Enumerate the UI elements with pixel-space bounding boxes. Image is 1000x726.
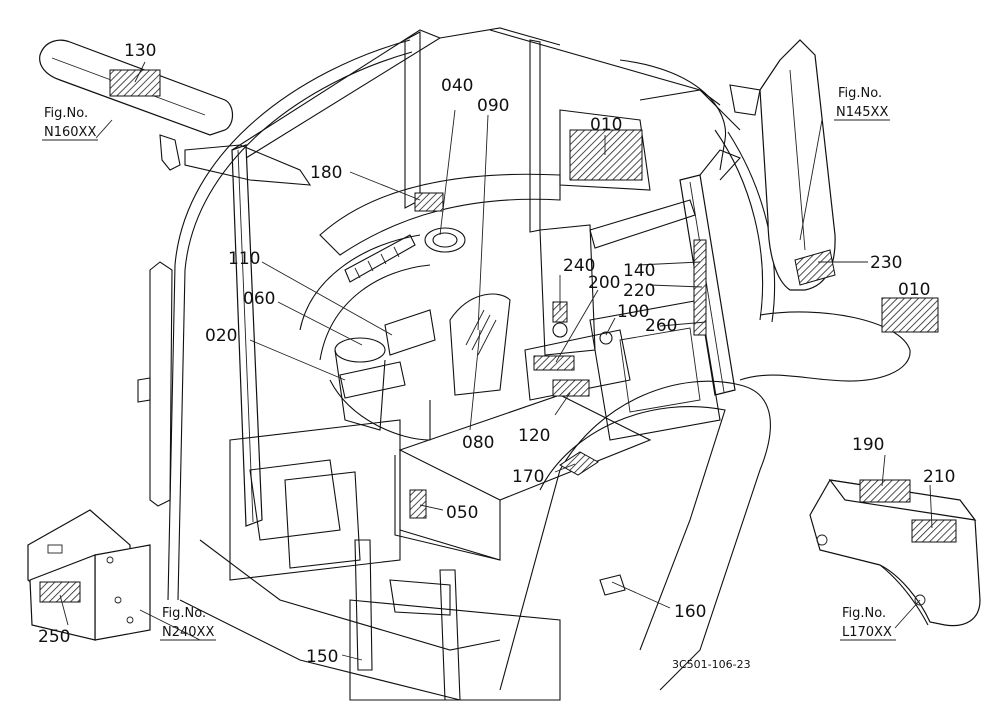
fig-reference-l170: Fig.No. L170XX — [840, 606, 896, 641]
callout-060: 060 — [243, 289, 275, 309]
callout-240: 240 — [563, 256, 595, 276]
fig-number: N145XX — [836, 105, 888, 120]
decal-210 — [911, 519, 957, 543]
callout-150: 150 — [306, 647, 338, 667]
callout-170: 170 — [512, 467, 544, 487]
decals — [39, 69, 957, 603]
decal-010-fender — [881, 297, 939, 333]
decal-130 — [109, 69, 161, 97]
fig-reference-n160: Fig.No. N160XX — [42, 106, 98, 141]
callout-180: 180 — [310, 163, 342, 183]
callout-050: 050 — [446, 503, 478, 523]
callout-010-fender: 010 — [898, 280, 930, 300]
fig-number: N160XX — [44, 125, 96, 140]
callout-090: 090 — [477, 96, 509, 116]
decal-170 — [559, 451, 599, 476]
drawing-code: 3C501-106-23 — [672, 658, 751, 671]
dashboard — [299, 173, 721, 561]
decal-190 — [859, 479, 911, 503]
callout-260: 260 — [645, 316, 677, 336]
callout-140: 140 — [623, 261, 655, 281]
fig-number: L170XX — [842, 625, 892, 640]
callout-230: 230 — [870, 253, 902, 273]
callout-210: 210 — [923, 467, 955, 487]
callout-040: 040 — [441, 76, 473, 96]
decal-250 — [39, 581, 81, 603]
callout-190: 190 — [852, 435, 884, 455]
fig-caption: Fig.No. — [842, 606, 886, 621]
fig-reference-n145: Fig.No. N145XX — [834, 86, 890, 121]
fender — [499, 311, 911, 691]
fig-reference-n240: Fig.No. N240XX — [160, 606, 216, 641]
fig-number: N240XX — [162, 625, 214, 640]
decal-200 — [533, 355, 575, 371]
leader-lines — [59, 61, 933, 661]
decal-180 — [414, 192, 444, 212]
decal-050 — [409, 489, 427, 519]
decal-230 — [794, 249, 836, 286]
decal-120 — [552, 379, 590, 397]
callout-220: 220 — [623, 281, 655, 301]
callout-080: 080 — [462, 433, 494, 453]
callout-120: 120 — [518, 426, 550, 446]
callout-010-rear: 010 — [590, 115, 622, 135]
callouts: 130 040 090 010 180 110 060 020 240 200 … — [38, 41, 955, 667]
fig-caption: Fig.No. — [44, 106, 88, 121]
fig-caption: Fig.No. — [838, 86, 882, 101]
callout-250: 250 — [38, 627, 70, 647]
bracket-box — [27, 509, 151, 641]
rear-window — [759, 39, 836, 291]
callout-200: 200 — [588, 273, 620, 293]
callout-020: 020 — [205, 326, 237, 346]
cab-floor — [179, 419, 561, 701]
callout-110: 110 — [228, 249, 260, 269]
fig-caption: Fig.No. — [162, 606, 206, 621]
callout-130: 130 — [124, 41, 156, 61]
cab-frame — [137, 27, 776, 601]
callout-160: 160 — [674, 602, 706, 622]
callout-100: 100 — [617, 302, 649, 322]
decal-010-rear — [569, 129, 643, 181]
decal-140-strip — [693, 239, 707, 336]
